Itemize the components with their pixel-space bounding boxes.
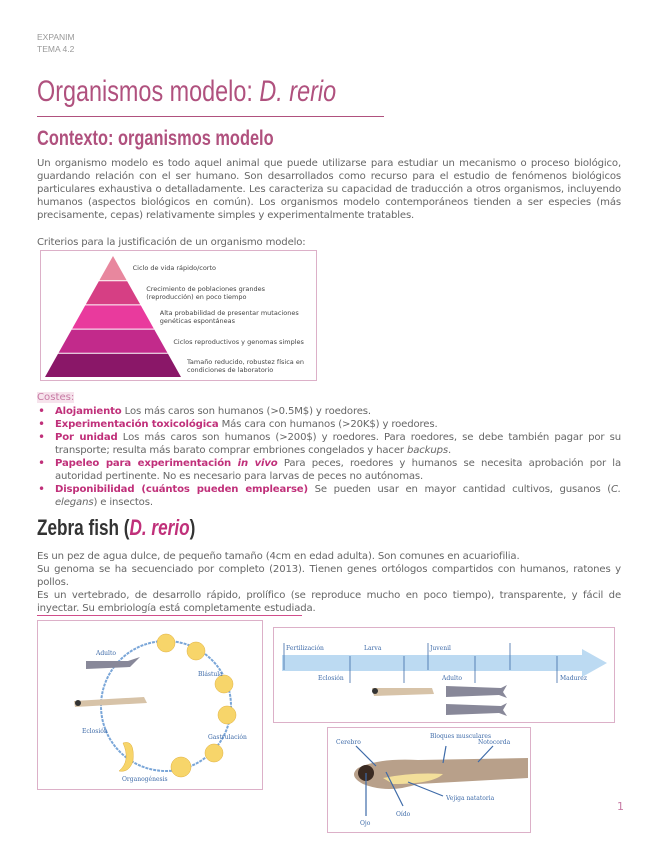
- label-gastrulation: Gastrulación: [208, 734, 247, 741]
- list-item: Por unidad Los más caros son humanos (>2…: [37, 431, 621, 457]
- life-cycle-figure: Blástula Gastrulación Organogénesis Eclo…: [37, 620, 263, 790]
- paragraph: Es un pez de agua dulce, de pequeño tama…: [37, 551, 520, 562]
- svg-text:Cerebro: Cerebro: [336, 739, 361, 746]
- pyramid-tier: [99, 256, 127, 281]
- svg-text:Juvenil: Juvenil: [429, 645, 451, 652]
- list-item: Alojamiento Los más caros son humanos (>…: [37, 405, 621, 418]
- svg-text:Notocorda: Notocorda: [478, 739, 511, 746]
- label-blastula: Blástula: [198, 671, 223, 678]
- svg-text:Madurez: Madurez: [560, 675, 587, 682]
- page-title: Organismos modelo: D. rerio: [37, 74, 420, 109]
- page-number: 1: [617, 800, 624, 813]
- underline: [37, 615, 302, 616]
- svg-text:Fertilización: Fertilización: [286, 645, 324, 652]
- zebrafish-heading: Zebra fish (D. rerio): [37, 515, 196, 540]
- label-organogenesis: Organogénesis: [122, 776, 168, 783]
- costs-list: Alojamiento Los más caros son humanos (>…: [37, 405, 621, 509]
- timeline-diagram: Fertilización Larva Juvenil Eclosión Adu…: [282, 643, 607, 716]
- context-paragraph: Un organismo modelo es todo aquel animal…: [37, 158, 621, 221]
- larva-anatomy-diagram: Cerebro Bloques musculares Notocorda Vej…: [336, 733, 528, 827]
- list-item: Papeleo para experimentación in vivo Par…: [37, 457, 621, 483]
- pyramid-tier: [45, 353, 181, 377]
- pyramid-tier-label: Crecimiento de poblaciones grandes (repr…: [146, 285, 266, 302]
- svg-text:Eclosión: Eclosión: [318, 675, 344, 682]
- title-divider: [37, 116, 384, 117]
- list-item: Experimentación toxicológica Más cara co…: [37, 418, 621, 431]
- label-hatching: Eclosión: [82, 728, 108, 735]
- svg-text:Larva: Larva: [364, 645, 382, 652]
- context-heading: Contexto: organismos modelo: [37, 127, 274, 150]
- pyramid-tier: [85, 281, 141, 305]
- criteria-label: Criterios para la justificación de un or…: [37, 237, 306, 248]
- svg-text:Adulto: Adulto: [441, 675, 462, 682]
- pyramid-tier: [72, 305, 154, 329]
- list-item: Disponibilidad (cuántos pueden emplearse…: [37, 483, 621, 509]
- paragraph: Es un vertebrado, de desarrollo rápido, …: [37, 590, 621, 614]
- larva-anatomy-figure: Cerebro Bloques musculares Notocorda Vej…: [327, 727, 531, 833]
- svg-text:Bloques musculares: Bloques musculares: [430, 733, 491, 740]
- paragraph: Su genoma se ha secuenciado por completo…: [37, 564, 621, 588]
- pyramid-tier-label: Alta probabilidad de presentar mutacione…: [159, 309, 299, 326]
- costs-label: Costes:: [37, 392, 75, 403]
- zebrafish-paragraphs: Es un pez de agua dulce, de pequeño tama…: [37, 550, 621, 615]
- course-name: EXPANIM: [37, 32, 75, 42]
- title-species: D. rerio: [259, 75, 337, 108]
- svg-text:Vejiga natatoria: Vejiga natatoria: [445, 795, 495, 802]
- title-text: Organismos modelo:: [37, 75, 260, 108]
- life-cycle-diagram: Blástula Gastrulación Organogénesis Eclo…: [74, 633, 247, 783]
- svg-text:Ojo: Ojo: [360, 820, 371, 827]
- document-header: EXPANIM TEMA 4.2: [37, 31, 75, 55]
- pyramid-tier: [58, 329, 168, 353]
- pyramid-tier-label: Tamaño reducido, robustez física en cond…: [187, 357, 304, 374]
- pyramid-tier-label: Ciclos reproductivos y genomas simples: [173, 337, 304, 346]
- label-adult: Adulto: [95, 650, 116, 657]
- svg-text:Oído: Oído: [396, 811, 411, 818]
- topic-number: TEMA 4.2: [37, 44, 75, 54]
- timeline-figure: Fertilización Larva Juvenil Eclosión Adu…: [273, 627, 615, 723]
- pyramid-tier-label: Ciclo de vida rápido/corto: [132, 264, 217, 273]
